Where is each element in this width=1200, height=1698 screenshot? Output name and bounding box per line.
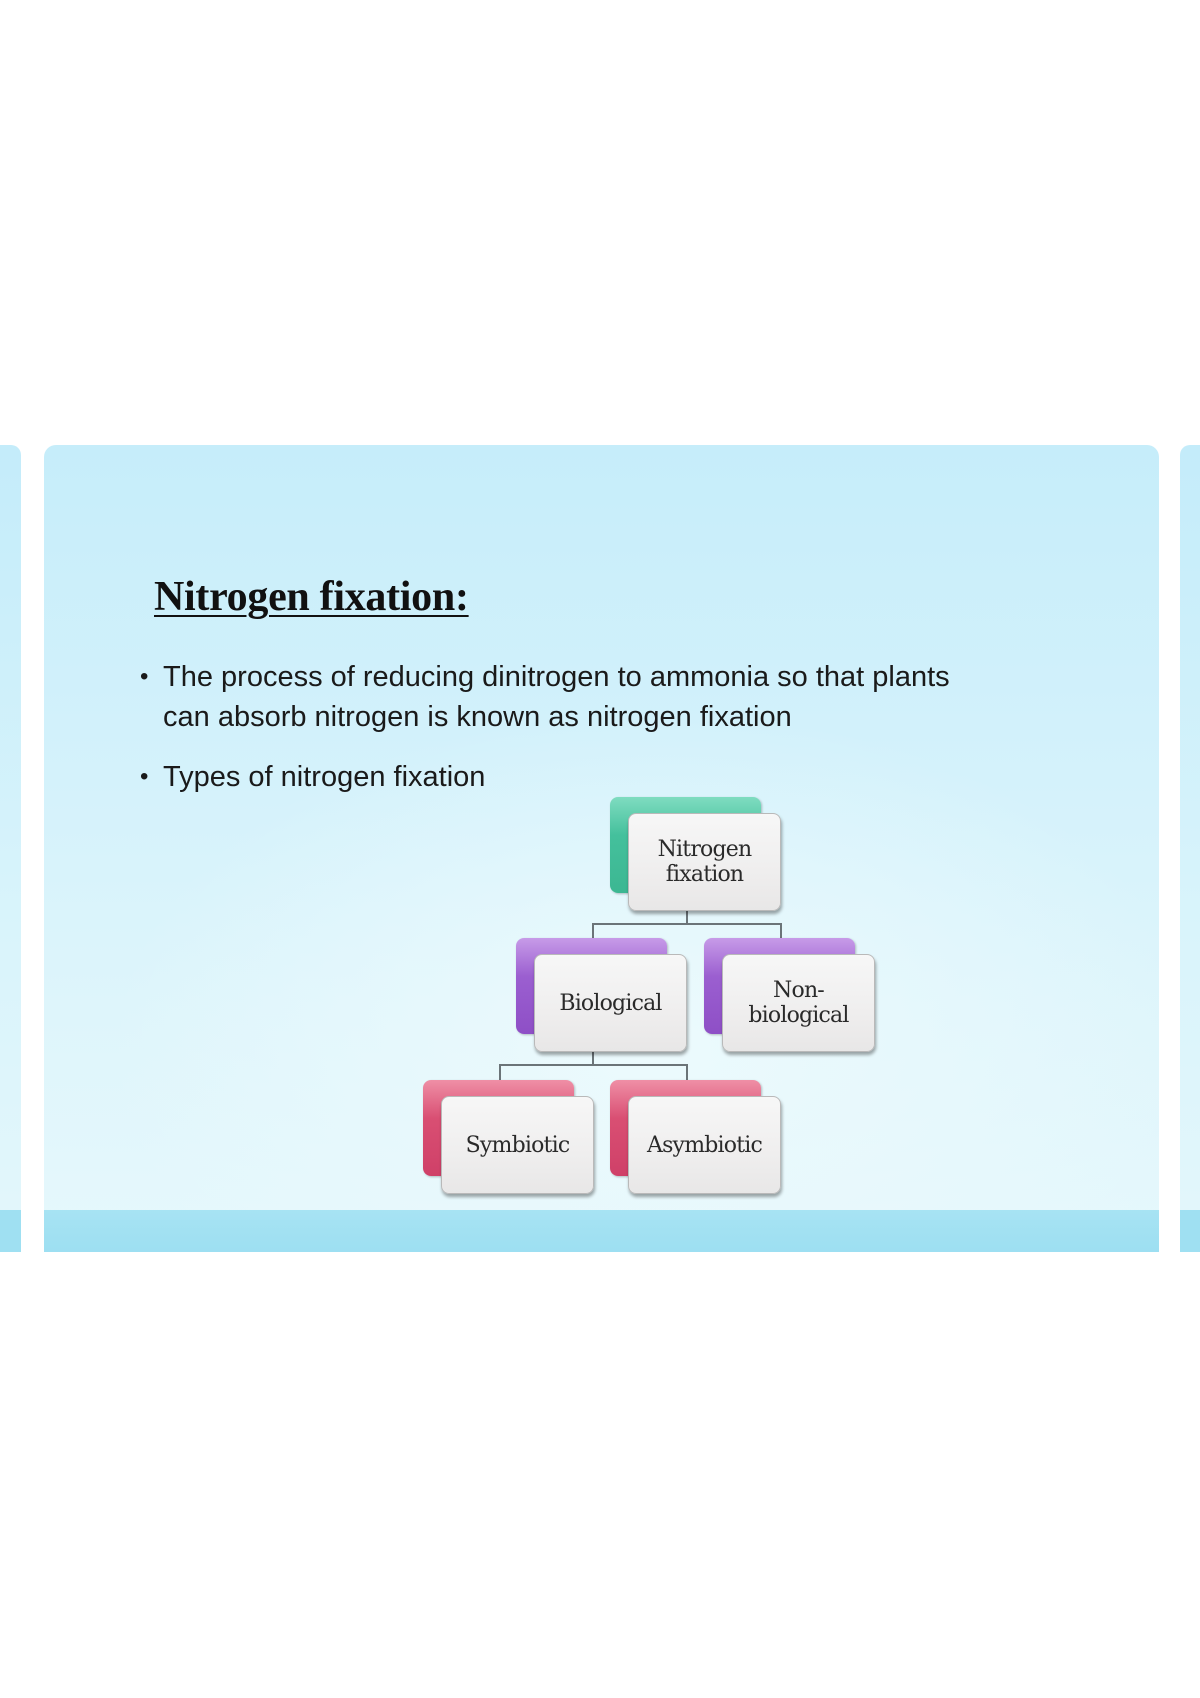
connector-level3-left-drop: [499, 1064, 501, 1080]
bullet-item-definition: • The process of reducing dinitrogen to …: [140, 657, 980, 737]
node-card: Biological: [534, 954, 687, 1052]
bullet-text: Types of nitrogen fixation: [163, 761, 486, 793]
node-card: Non- biological: [722, 954, 875, 1052]
hierarchy-diagram: Nitrogen fixation Biological Non- biolog…: [44, 445, 1159, 1252]
slide-bottom-band: [44, 1210, 1159, 1252]
node-card: Nitrogen fixation: [628, 813, 781, 911]
slide-title: Nitrogen fixation:: [154, 574, 469, 620]
connector-biological-stem: [592, 1050, 594, 1066]
node-card: Symbiotic: [441, 1096, 594, 1194]
connector-level2-left-drop: [592, 923, 594, 938]
connector-level3-right-drop: [686, 1064, 688, 1080]
bullet-marker: •: [140, 763, 149, 790]
slide: Nitrogen fixation: • The process of redu…: [44, 445, 1159, 1252]
previous-slide-edge[interactable]: [0, 445, 21, 1252]
connector-level2-bar: [592, 923, 782, 925]
next-slide-band: [1180, 1210, 1200, 1252]
bullet-text: The process of reducing dinitrogen to am…: [163, 661, 950, 733]
node-label: Biological: [559, 990, 662, 1016]
connector-level3-bar: [499, 1064, 688, 1066]
bullet-item-types: • Types of nitrogen fixation: [140, 757, 980, 797]
bullet-marker: •: [140, 663, 149, 690]
node-label: Symbiotic: [465, 1132, 571, 1158]
bullet-list: • The process of reducing dinitrogen to …: [140, 657, 980, 817]
connector-root-stem: [686, 911, 688, 925]
node-label: Nitrogen fixation: [657, 837, 753, 887]
node-label: Asymbiotic: [646, 1132, 763, 1158]
connector-level2-right-drop: [780, 923, 782, 938]
node-card: Asymbiotic: [628, 1096, 781, 1194]
next-slide-edge[interactable]: [1180, 445, 1200, 1252]
previous-slide-band: [0, 1210, 21, 1252]
node-label: Non- biological: [748, 978, 849, 1028]
